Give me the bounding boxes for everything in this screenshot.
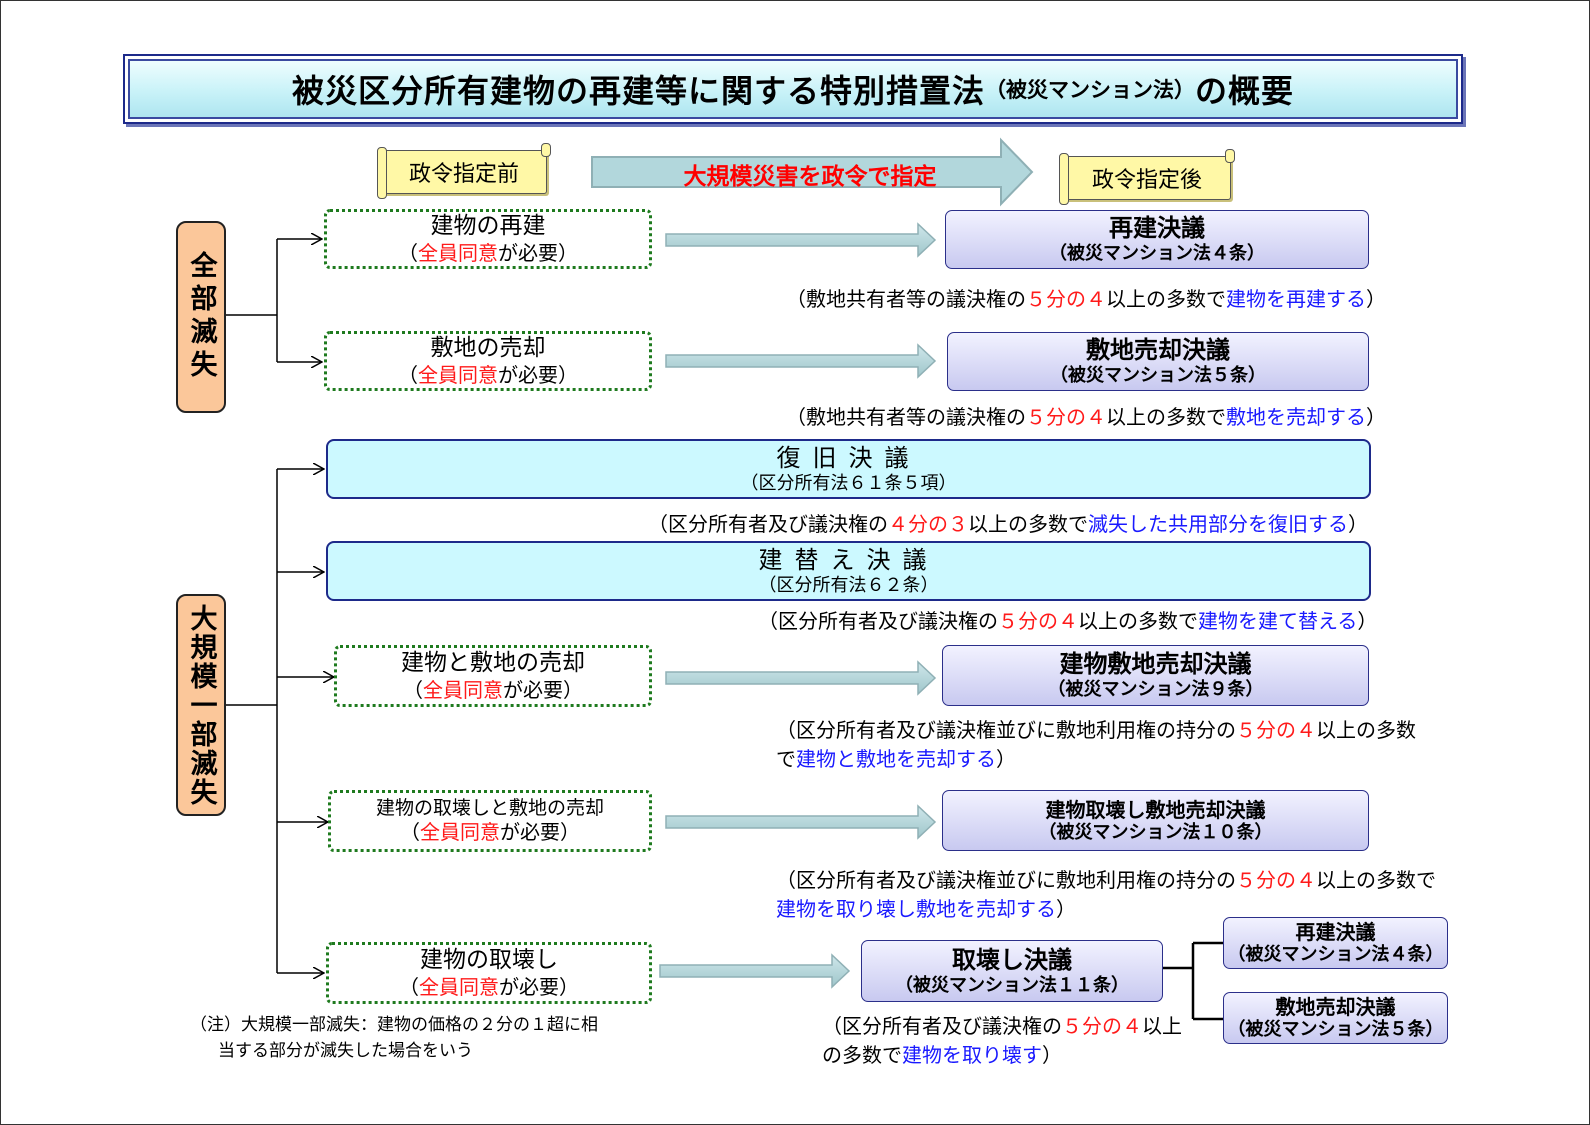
- category-total-loss: 全部滅失: [176, 221, 226, 413]
- category-partial-loss: 大規模一部滅失: [176, 594, 226, 816]
- demolish-fork: [1163, 941, 1223, 1021]
- restore-resolution-law: （区分所有法６１条５項）: [740, 472, 957, 494]
- after-box-demolish-sale: 建物取壊し敷地売却決議 （被災マンション法１０条）: [942, 790, 1369, 851]
- before-site-sale-title: 敷地の売却: [430, 335, 546, 362]
- consent-line: （全員同意が必要）: [398, 362, 578, 387]
- before-designation-text: 政令指定前: [408, 162, 519, 187]
- title-end: の概要: [1195, 72, 1295, 110]
- before-box-demolish-sale: 建物の取壊しと敷地の売却 （全員同意が必要）: [328, 790, 652, 852]
- building-site-sale-resolution-title: 建物敷地売却決議: [1059, 650, 1252, 679]
- rebuild-resolution-title: 再建決議: [1109, 214, 1205, 243]
- restore-resolution-title: 復旧決議: [776, 443, 921, 472]
- total-loss-bracket: [226, 239, 322, 362]
- demolish-sale-resolution-law: （被災マンション法１０条）: [1038, 821, 1273, 843]
- designation-arrow-label: 大規模災害を政令で指定: [683, 164, 937, 190]
- restore-resolution-box: 復旧決議 （区分所有法６１条５項）: [326, 439, 1371, 499]
- demolish-resolution-law: （被災マンション法１１条）: [895, 974, 1129, 996]
- sub-site-sale-title: 敷地売却決議: [1275, 995, 1396, 1020]
- note-site-sale: （敷地共有者等の議決権の５分の４以上の多数で敷地を売却する）: [786, 405, 1386, 429]
- sub-rebuild-title: 再建決議: [1295, 920, 1376, 945]
- footnote: （注）大規模一部滅失：建物の価格の２分の１超に相 当する部分が滅失した場合をいう: [190, 1012, 660, 1065]
- arrow-demolish: [659, 953, 851, 989]
- after-designation-text: 政令指定後: [1091, 168, 1202, 193]
- consent-line: （全員同意が必要）: [400, 820, 580, 845]
- after-designation-label: 政令指定後: [1059, 149, 1235, 205]
- before-demolish-sale-title: 建物の取壊しと敷地の売却: [375, 796, 604, 819]
- site-sale-resolution-title: 敷地売却決議: [1086, 336, 1230, 365]
- demolish-sale-resolution-title: 建物取壊し敷地売却決議: [1045, 797, 1266, 822]
- note-restore: （区分所有者及び議決権の４分の３以上の多数で滅失した共用部分を復旧する）: [648, 512, 1368, 536]
- consent-line: （全員同意が必要）: [399, 974, 579, 999]
- sub-box-rebuild: 再建決議 （被災マンション法４条）: [1223, 917, 1448, 969]
- after-box-demolish: 取壊し決議 （被災マンション法１１条）: [861, 940, 1163, 1002]
- replace-resolution-title: 建替え決議: [758, 545, 939, 574]
- note-building-site-sale: （区分所有者及び議決権並びに敷地利用権の持分の５分の４以上の多数で建物と敷地を売…: [776, 718, 1416, 771]
- before-designation-label: 政令指定前: [377, 143, 551, 199]
- note-demolish-sale: （区分所有者及び議決権並びに敷地利用権の持分の５分の４以上の多数で建物を取り壊し…: [776, 868, 1436, 921]
- note-rebuild: （敷地共有者等の議決権の５分の４以上の多数で建物を再建する）: [786, 287, 1386, 311]
- before-building-site-sale-title: 建物と敷地の売却: [401, 650, 585, 677]
- demolish-resolution-title: 取壊し決議: [952, 945, 1072, 974]
- note-replace: （区分所有者及び議決権の５分の４以上の多数で建物を建て替える）: [758, 609, 1378, 633]
- partial-loss-bracket: [226, 469, 334, 973]
- big-header-arrow: [591, 137, 1034, 207]
- arrow-site-sale: [665, 343, 937, 379]
- after-box-site-sale: 敷地売却決議 （被災マンション法５条）: [947, 332, 1369, 391]
- site-sale-resolution-law: （被災マンション法５条）: [1050, 365, 1266, 387]
- consent-line: （全員同意が必要）: [398, 240, 578, 265]
- footnote-line-2: 当する部分が滅失した場合をいう: [218, 1041, 473, 1062]
- arrow-demolish-sale: [665, 804, 937, 840]
- rebuild-resolution-law: （被災マンション法４条）: [1049, 243, 1265, 265]
- title-main: 被災区分所有建物の再建等に関する特別措置法: [291, 72, 985, 110]
- before-box-building-site-sale: 建物と敷地の売却 （全員同意が必要）: [334, 645, 652, 707]
- before-box-rebuild: 建物の再建 （全員同意が必要）: [324, 209, 652, 269]
- replace-resolution-box: 建替え決議 （区分所有法６２条）: [326, 541, 1371, 601]
- sub-site-sale-law: （被災マンション法５条）: [1227, 1019, 1444, 1041]
- note-demolish: （区分所有者及び議決権の５分の４以上の多数で建物を取り壊す）: [822, 1014, 1182, 1067]
- title-sub: （被災マンション法）: [985, 78, 1195, 102]
- before-demolish-title: 建物の取壊し: [420, 947, 558, 974]
- after-box-building-site-sale: 建物敷地売却決議 （被災マンション法９条）: [942, 645, 1369, 706]
- arrow-rebuild: [665, 222, 937, 258]
- footnote-line-1: （注）大規模一部滅失：建物の価格の２分の１超に相: [190, 1015, 598, 1035]
- title-banner: 被災区分所有建物の再建等に関する特別措置法 （被災マンション法） の概要: [123, 54, 1463, 124]
- after-box-rebuild: 再建決議 （被災マンション法４条）: [945, 210, 1369, 269]
- before-box-site-sale: 敷地の売却 （全員同意が必要）: [324, 331, 652, 391]
- arrow-building-site-sale: [665, 660, 937, 696]
- sub-rebuild-law: （被災マンション法４条）: [1227, 944, 1444, 966]
- replace-resolution-law: （区分所有法６２条）: [758, 574, 939, 596]
- before-rebuild-title: 建物の再建: [430, 213, 546, 240]
- before-box-demolish: 建物の取壊し （全員同意が必要）: [326, 942, 652, 1004]
- sub-box-site-sale: 敷地売却決議 （被災マンション法５条）: [1223, 992, 1448, 1044]
- building-site-sale-resolution-law: （被災マンション法９条）: [1047, 679, 1264, 701]
- consent-line: （全員同意が必要）: [403, 677, 583, 702]
